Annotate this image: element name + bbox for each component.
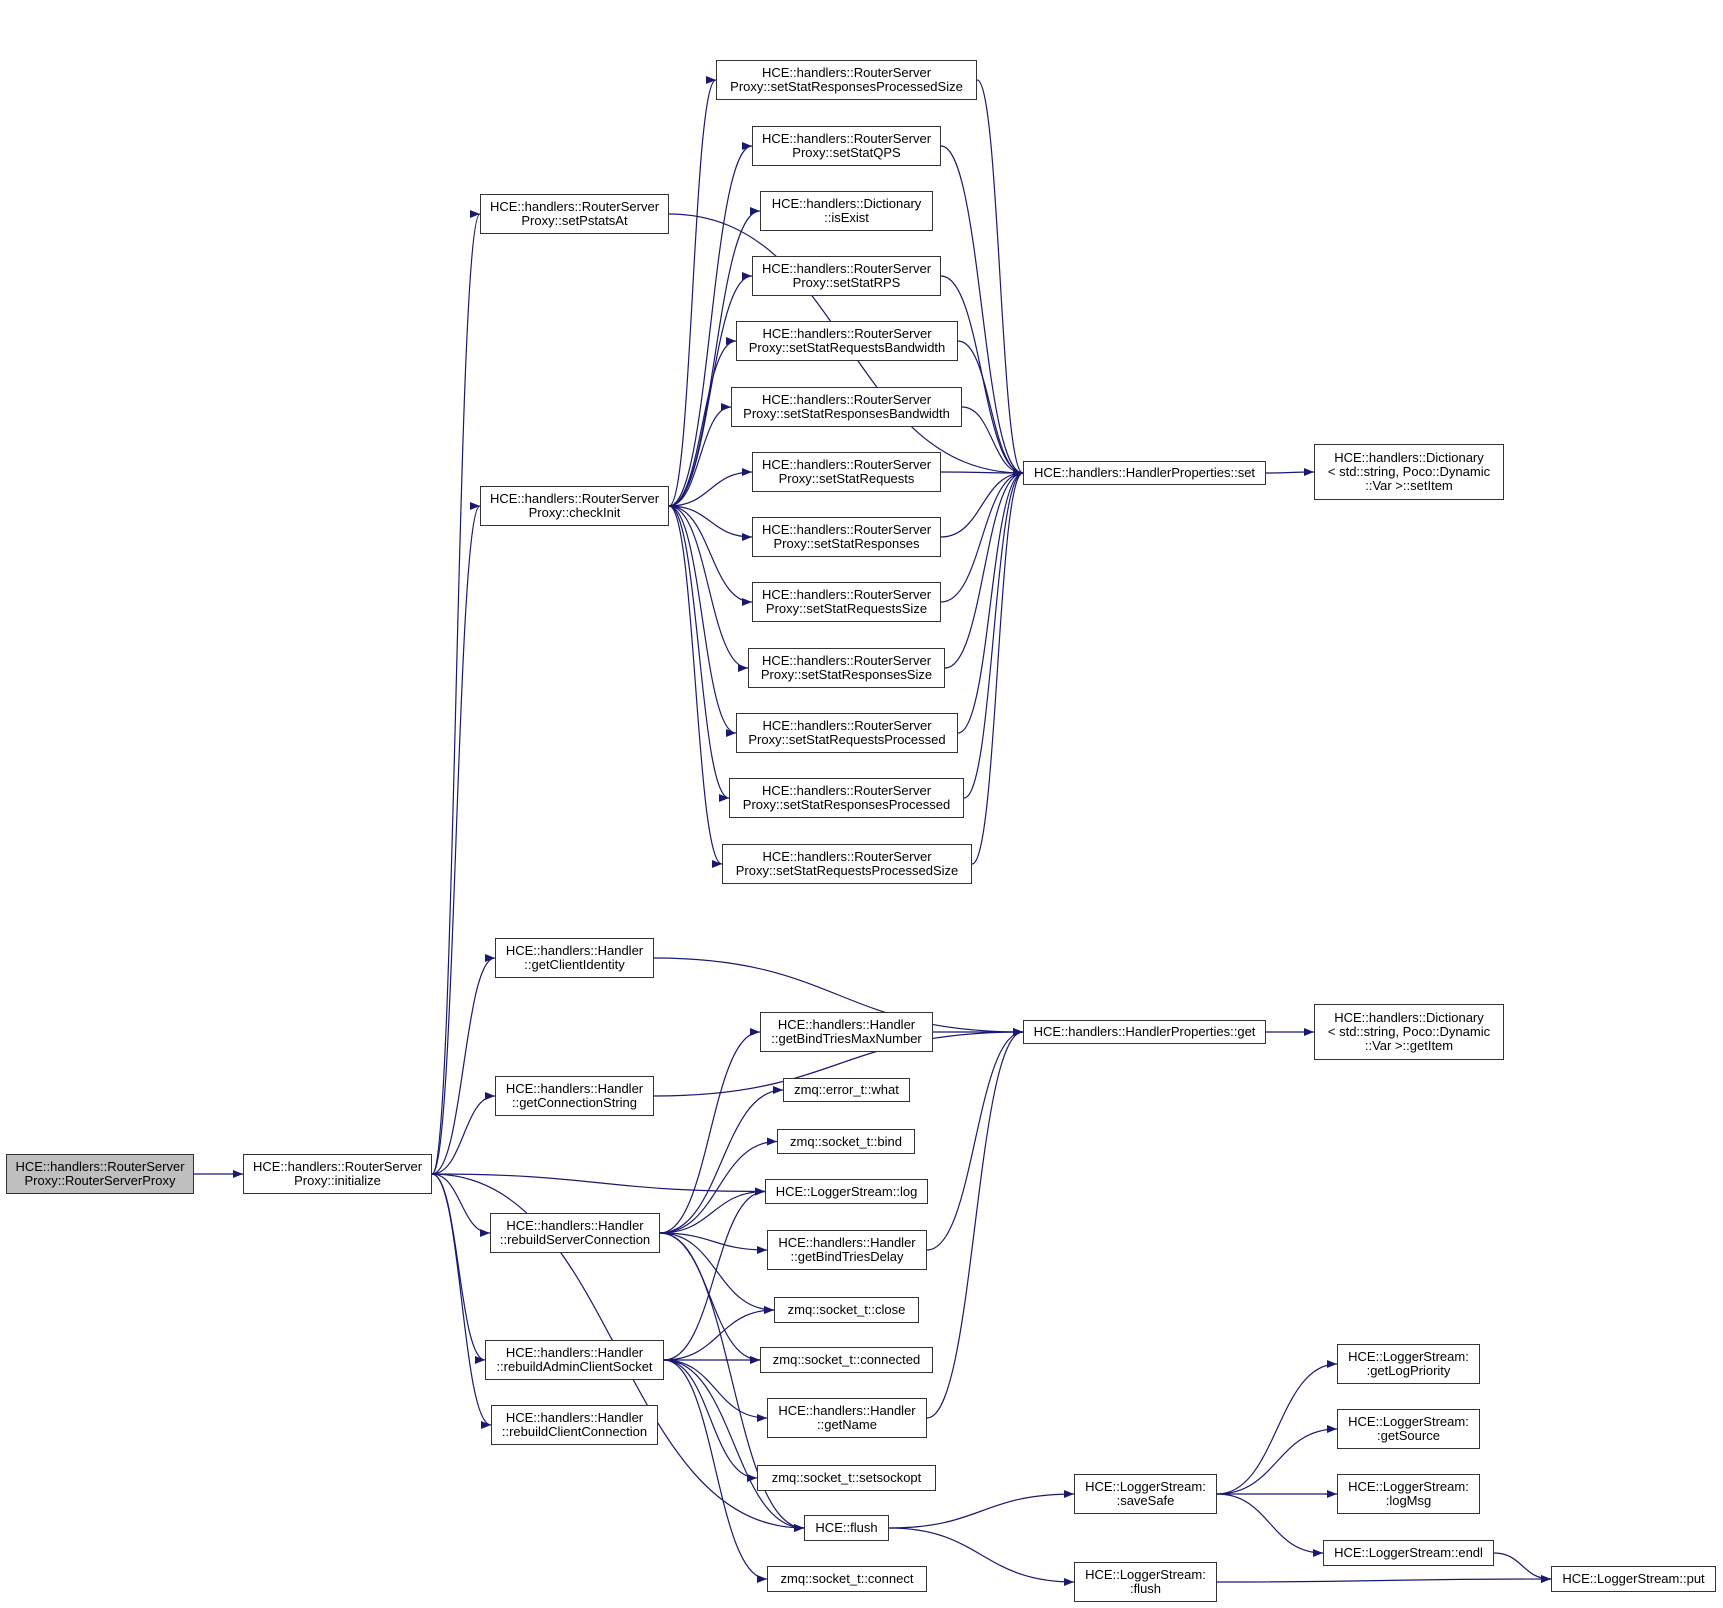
node-dictionary-set-item[interactable]: HCE::handlers::Dictionary < std::string,… [1314,444,1504,500]
node-set-stat-responses-size[interactable]: HCE::handlers::RouterServer Proxy::setSt… [748,648,945,688]
edge-rebuildServerConnection-to-sockClose [659,1232,775,1314]
edge-saveSafe-to-getLogPriority [1216,1360,1338,1495]
node-zmq-socket-setsockopt[interactable]: zmq::socket_t::setsockopt [757,1465,936,1491]
node-initialize[interactable]: HCE::handlers::RouterServer Proxy::initi… [243,1154,432,1194]
edge-setStatRequestsSize-to-propSet [940,469,1024,603]
node-logger-stream-get-source[interactable]: HCE::LoggerStream: :getSource [1337,1409,1480,1449]
edge-lsFlush-to-put [1216,1575,1552,1584]
node-set-stat-requests[interactable]: HCE::handlers::RouterServer Proxy::setSt… [752,452,941,492]
node-set-stat-requests-bandwidth[interactable]: HCE::handlers::RouterServer Proxy::setSt… [736,321,958,361]
edge-rebuildAdminClientSocket-to-sockConnect [663,1359,768,1583]
node-router-server-proxy-constructor: HCE::handlers::RouterServer Proxy::Route… [6,1154,194,1194]
node-set-stat-requests-size[interactable]: HCE::handlers::RouterServer Proxy::setSt… [752,582,941,622]
node-logger-stream-flush[interactable]: HCE::LoggerStream: :flush [1074,1562,1217,1602]
node-set-stat-rps[interactable]: HCE::handlers::RouterServer Proxy::setSt… [752,256,941,296]
node-check-init[interactable]: HCE::handlers::RouterServer Proxy::check… [480,486,669,526]
edge-rebuildServerConnection-to-logLog [659,1187,766,1234]
node-set-pstats-at[interactable]: HCE::handlers::RouterServer Proxy::setPs… [480,194,669,234]
edge-setStatResponsesProcessed-to-propSet [963,469,1024,799]
node-rebuild-client-connection[interactable]: HCE::handlers::Handler ::rebuildClientCo… [491,1405,658,1445]
edge-rebuildAdminClientSocket-to-getName [663,1359,768,1422]
edge-rebuildServerConnection-to-hceFlush [659,1232,805,1532]
edge-checkInit-to-setStatRequests [668,468,753,507]
edge-setStatResponsesProcessedSize-to-propSet [976,79,1024,477]
node-handler-properties-set[interactable]: HCE::handlers::HandlerProperties::set [1023,461,1266,485]
edge-initialize-to-rebuildClientConnection [431,1173,492,1429]
edge-rebuildServerConnection-to-getBindTriesDelay [659,1232,768,1254]
edge-checkInit-to-setStatQPS [668,142,753,507]
edge-checkInit-to-setStatRequestsProcessedSize [668,505,723,868]
node-zmq-error-what[interactable]: zmq::error_t::what [783,1078,910,1102]
edge-rebuildAdminClientSocket-to-hceFlush [663,1359,805,1532]
node-zmq-socket-connect[interactable]: zmq::socket_t::connect [767,1566,927,1592]
edge-hceFlush-to-saveSafe [888,1490,1075,1529]
edge-checkInit-to-setStatResponsesBandwidth [668,403,732,507]
node-zmq-socket-close[interactable]: zmq::socket_t::close [774,1297,919,1323]
edge-initialize-to-getConnectionString [431,1092,496,1175]
edge-initialize-to-rebuildServerConnection [431,1173,491,1237]
edge-setStatResponsesSize-to-propSet [944,469,1024,669]
edge-checkInit-to-setStatResponses [668,505,753,541]
node-hce-flush[interactable]: HCE::flush [804,1515,889,1541]
node-logger-stream-log-msg[interactable]: HCE::LoggerStream: :logMsg [1337,1474,1480,1514]
node-get-name[interactable]: HCE::handlers::Handler ::getName [767,1398,927,1438]
edge-rebuildServerConnection-to-getBindTriesMaxNumber [659,1028,761,1234]
node-set-stat-responses-bandwidth[interactable]: HCE::handlers::RouterServer Proxy::setSt… [731,387,962,427]
node-rebuild-admin-client-socket[interactable]: HCE::handlers::Handler ::rebuildAdminCli… [485,1340,664,1380]
edge-checkInit-to-setStatRequestsProcessed [668,505,737,737]
edge-rebuildAdminClientSocket-to-sockClose [663,1306,775,1361]
node-logger-stream-save-safe[interactable]: HCE::LoggerStream: :saveSafe [1074,1474,1217,1514]
edge-hceFlush-to-lsFlush [888,1527,1075,1586]
edge-checkInit-to-setStatRequestsBandwidth [668,337,737,507]
node-rebuild-server-connection[interactable]: HCE::handlers::Handler ::rebuildServerCo… [490,1213,660,1253]
edge-checkInit-to-setStatResponsesProcessedSize [668,76,717,507]
edge-getConnectionString-to-propGet [653,1028,1024,1097]
node-handler-properties-get[interactable]: HCE::handlers::HandlerProperties::get [1023,1020,1266,1044]
edge-setStatQPS-to-propSet [940,145,1024,477]
node-set-stat-requests-processed-size[interactable]: HCE::handlers::RouterServer Proxy::setSt… [722,844,972,884]
edge-saveSafe-to-getSource [1216,1425,1338,1495]
edge-rebuildServerConnection-to-sockConnected [659,1232,761,1364]
node-get-bind-tries-max-number[interactable]: HCE::handlers::Handler ::getBindTriesMax… [760,1012,933,1052]
edge-initialize-to-rebuildAdminClientSocket [431,1173,486,1364]
edge-rebuildAdminClientSocket-to-logLog [663,1187,766,1361]
edge-initialize-to-getClientIdentity [431,954,496,1175]
node-set-stat-responses-processed-size[interactable]: HCE::handlers::RouterServer Proxy::setSt… [716,60,977,100]
edge-getName-to-propGet [926,1028,1024,1419]
edge-rebuildAdminClientSocket-to-sockSetsockopt [663,1359,758,1482]
edge-checkInit-to-setStatResponsesSize [668,505,749,672]
edge-initialize-to-setPstatsAt [431,210,481,1175]
edge-checkInit-to-setStatRequestsSize [668,505,753,606]
node-get-connection-string[interactable]: HCE::handlers::Handler ::getConnectionSt… [495,1076,654,1116]
node-is-exist[interactable]: HCE::handlers::Dictionary ::isExist [760,191,933,231]
node-set-stat-requests-processed[interactable]: HCE::handlers::RouterServer Proxy::setSt… [736,713,958,753]
edge-rebuildServerConnection-to-errWhat [659,1086,784,1234]
edge-saveSafe-to-endl [1216,1493,1324,1557]
node-get-client-identity[interactable]: HCE::handlers::Handler ::getClientIdenti… [495,938,654,978]
node-set-stat-qps[interactable]: HCE::handlers::RouterServer Proxy::setSt… [752,126,941,166]
edge-setStatRequestsProcessed-to-propSet [957,469,1024,734]
node-get-bind-tries-delay[interactable]: HCE::handlers::Handler ::getBindTriesDel… [767,1230,927,1270]
node-logger-stream-endl[interactable]: HCE::LoggerStream::endl [1323,1540,1494,1566]
edge-initialize-to-checkInit [431,502,481,1175]
edge-getBindTriesDelay-to-propGet [926,1028,1024,1251]
node-zmq-socket-bind[interactable]: zmq::socket_t::bind [777,1129,915,1154]
node-set-stat-responses-processed[interactable]: HCE::handlers::RouterServer Proxy::setSt… [729,778,964,818]
node-logger-stream-get-log-priority[interactable]: HCE::LoggerStream: :getLogPriority [1337,1344,1480,1384]
node-logger-stream-put[interactable]: HCE::LoggerStream::put [1551,1566,1716,1592]
edge-rebuildServerConnection-to-sockBind [659,1137,778,1234]
edge-propSet-to-setItem [1265,468,1315,477]
edge-setStatRequestsBandwidth-to-propSet [957,340,1024,477]
edge-setStatRequestsProcessedSize-to-propSet [971,469,1024,865]
node-zmq-socket-connected[interactable]: zmq::socket_t::connected [760,1347,933,1373]
node-dictionary-get-item[interactable]: HCE::handlers::Dictionary < std::string,… [1314,1004,1504,1060]
node-logger-stream-log[interactable]: HCE::LoggerStream::log [765,1179,928,1204]
edge-getClientIdentity-to-propGet [653,957,1024,1036]
edge-setStatRequests-to-propSet [940,468,1024,477]
edge-setStatResponses-to-propSet [940,469,1024,538]
edge-checkInit-to-setStatResponsesProcessed [668,505,730,802]
edge-endl-to-put [1493,1552,1552,1583]
node-set-stat-responses[interactable]: HCE::handlers::RouterServer Proxy::setSt… [752,517,941,557]
